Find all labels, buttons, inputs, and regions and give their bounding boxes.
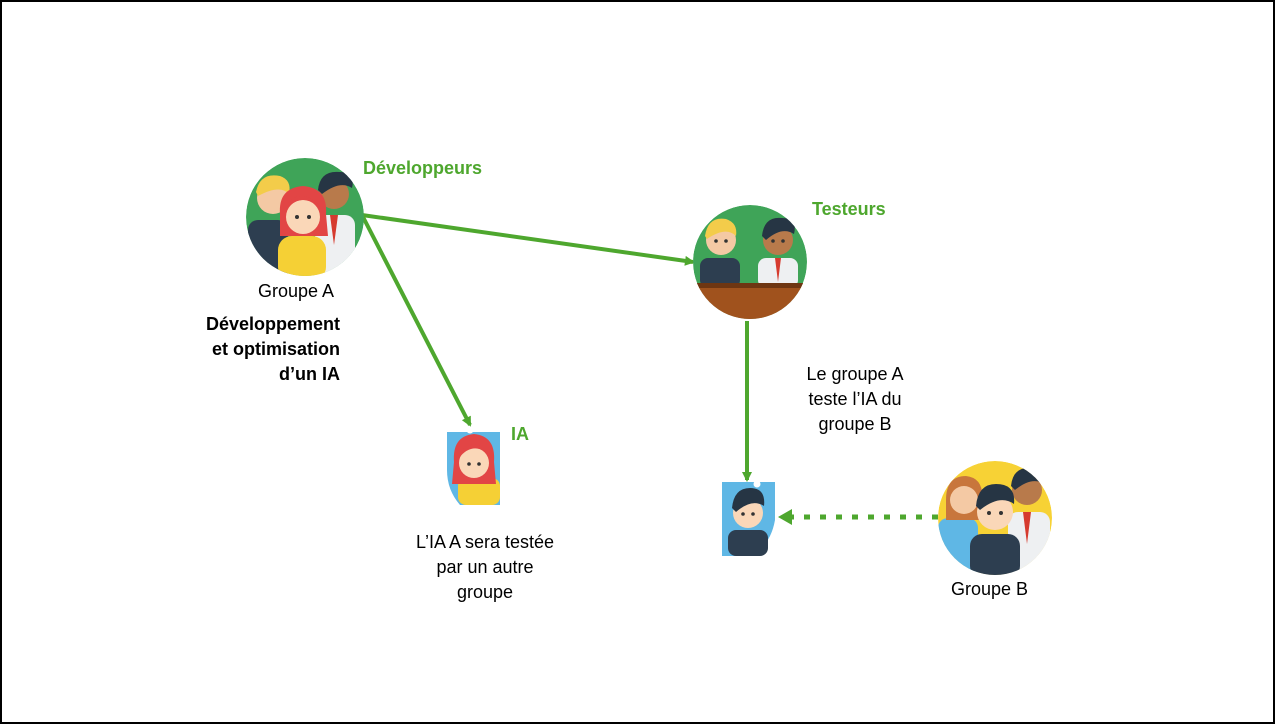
team-of-three-icon: [246, 158, 364, 276]
ai-avatar-man-icon: [722, 480, 775, 556]
ai-avatar-woman-icon: [447, 426, 500, 505]
ia-description-line: par un autre: [436, 557, 534, 577]
dev-description-line: Développement: [205, 314, 340, 334]
arrowhead-dotted: [778, 509, 792, 525]
test-description-line: teste l’IA du: [808, 389, 902, 409]
developers-label: Développeurs: [363, 158, 483, 178]
ia-label: IA: [511, 424, 529, 444]
group-b-label: Groupe B: [951, 579, 1029, 599]
arrow-developers-to-ia: [360, 214, 472, 427]
arrow-developers-to-testers: [361, 213, 695, 266]
ia-description-line: groupe: [456, 582, 514, 602]
test-description-line: Le groupe A: [806, 364, 904, 384]
testers-label: Testeurs: [812, 199, 886, 219]
dev-description-line: d’un IA: [279, 364, 340, 384]
dev-description: Développement et optimisation d’un IA: [150, 312, 340, 387]
ia-description-line: L’IA A sera testée: [415, 532, 555, 552]
test-description: Le groupe A teste l’IA du groupe B: [785, 362, 925, 437]
dev-description-line: et optimisation: [211, 339, 340, 359]
ia-description: L’IA A sera testée par un autre groupe: [385, 530, 585, 605]
test-description-line: groupe B: [818, 414, 892, 434]
group-a-label: Groupe A: [258, 281, 335, 301]
testers-at-desk-icon: [693, 205, 807, 319]
team-of-three-icon: [938, 461, 1052, 575]
